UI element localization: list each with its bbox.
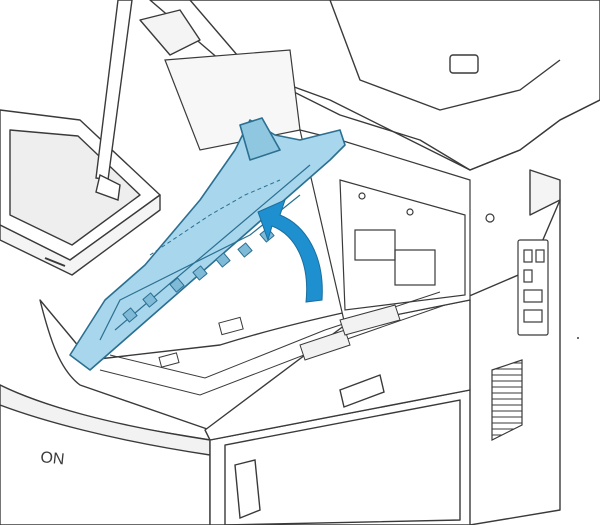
speck <box>577 337 579 339</box>
curved-arrow-icon <box>257 199 323 303</box>
power-marking: ON <box>40 449 66 468</box>
side-port-panel <box>517 239 549 336</box>
svg-text:ON: ON <box>40 449 66 468</box>
side-vent <box>491 359 523 441</box>
transport-floor <box>99 291 446 396</box>
control-panel-icon <box>0 109 161 276</box>
lid-support-arm <box>95 0 133 201</box>
transfer-unit-highlight <box>69 117 346 371</box>
front-door-handle <box>234 374 385 519</box>
